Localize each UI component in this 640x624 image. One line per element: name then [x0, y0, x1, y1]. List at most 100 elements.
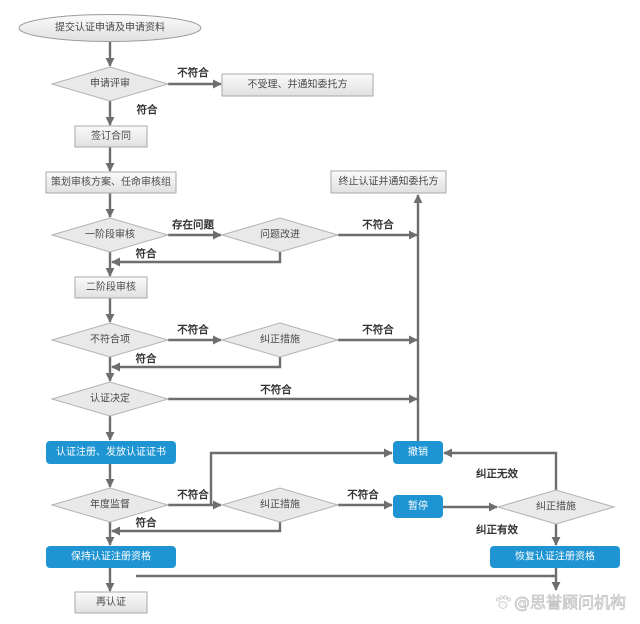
edge-label: 不符合 — [362, 218, 394, 231]
node-label: 暂停 — [408, 499, 428, 512]
node-label: 不符合项 — [90, 333, 130, 346]
node-recertification: 再认证 — [74, 591, 148, 614]
node-label: 认证决定 — [90, 392, 130, 405]
decision-diamond — [50, 217, 170, 253]
edge-label: 符合 — [136, 352, 157, 365]
edge-label: 纠正有效 — [476, 523, 518, 536]
edge-corrective3-to-revoke: 纠正无效 — [443, 448, 558, 490]
process-box — [330, 170, 447, 194]
process-box — [45, 171, 177, 194]
node-label: 纠正措施 — [260, 498, 300, 511]
edge-label: 不符合 — [177, 488, 209, 501]
node-label: 年度监督 — [90, 498, 130, 511]
highlight-box — [393, 495, 443, 518]
edge-label: 不符合 — [177, 323, 209, 336]
node-label: 二阶段审核 — [86, 280, 136, 293]
decision-diamond — [220, 322, 340, 358]
edge-label: 不符合 — [177, 66, 209, 79]
node-corrective-action-1: 纠正措施 — [220, 322, 340, 358]
node-reject-notify: 不受理、并通知委托方 — [221, 73, 374, 97]
edge-surveillance-to-revoke — [209, 448, 393, 505]
connector-arrow — [209, 448, 393, 505]
decision-diamond — [496, 489, 616, 525]
edge-label: 存在问题 — [172, 218, 214, 231]
node-stage1-audit: 一阶段审核 — [50, 217, 170, 253]
edge-restore-to-recertification — [136, 568, 561, 591]
edge-review-to-contract: 符合 — [105, 101, 158, 126]
node-terminate-notify: 终止认证并通知委托方 — [330, 170, 447, 194]
node-application-review: 申请评审 — [50, 66, 170, 102]
edge-label: 符合 — [136, 516, 157, 529]
paw-icon — [495, 595, 512, 609]
edge-nonconformity-to-corrective1: 不符合 — [168, 323, 222, 345]
highlight-box — [46, 546, 176, 568]
process-box — [74, 591, 148, 614]
connector-arrow — [111, 522, 282, 536]
edge-corrective1-to-terminate: 不符合 — [338, 323, 418, 345]
decision-diamond — [220, 487, 340, 523]
highlight-box — [46, 441, 176, 464]
node-label: 保持认证注册资格 — [71, 550, 151, 563]
edge-label: 符合 — [137, 103, 158, 116]
start-ellipse — [18, 14, 202, 42]
node-label: 恢复认证注册资格 — [515, 550, 595, 563]
edge-corrective1-to-decision: 符合 — [111, 352, 282, 372]
node-label: 认证注册、发放认证证书 — [56, 445, 166, 458]
process-box — [74, 276, 148, 299]
node-plan-audit: 策划审核方案、任命审核组 — [45, 171, 177, 194]
edge-review-to-reject: 不符合 — [168, 66, 222, 89]
node-nonconformity: 不符合项 — [50, 322, 170, 358]
edge-improvement-to-stage2: 符合 — [111, 247, 282, 267]
node-suspend: 暂停 — [393, 495, 443, 518]
process-box — [74, 125, 148, 148]
edge-label: 符合 — [136, 247, 157, 260]
node-label: 终止认证并通知委托方 — [339, 175, 439, 188]
edge-corrective2-to-maintain: 符合 — [111, 516, 282, 536]
node-submit-application: 提交认证申请及申请资料 — [18, 14, 202, 42]
node-label: 不受理、并通知委托方 — [248, 78, 348, 91]
node-corrective-action-2: 纠正措施 — [220, 487, 340, 523]
edge-corrective2-to-suspend: 不符合 — [338, 488, 393, 510]
node-label: 问题改进 — [260, 228, 300, 241]
node-annual-surveillance: 年度监督 — [50, 487, 170, 523]
edge-corrective3-to-restore: 纠正有效 — [476, 523, 561, 546]
edge-surveillance-to-corrective2: 不符合 — [168, 488, 222, 510]
node-stage2-audit: 二阶段审核 — [74, 276, 148, 299]
node-revoke: 撤销 — [393, 441, 443, 464]
node-corrective-action-3: 纠正措施 — [496, 489, 616, 525]
node-label: 撤销 — [408, 445, 428, 458]
process-box — [221, 73, 374, 97]
node-label: 申请评审 — [90, 77, 130, 90]
node-label: 再认证 — [96, 595, 126, 608]
connector-arrow — [443, 448, 558, 490]
highlight-box — [393, 441, 443, 464]
decision-diamond — [50, 322, 170, 358]
decision-diamond — [220, 217, 340, 253]
edge-label: 不符合 — [260, 383, 292, 396]
watermark: @思誉顾问机构 — [495, 593, 626, 612]
node-label: 签订合同 — [91, 129, 131, 142]
highlight-box — [490, 546, 620, 568]
node-maintain-registration: 保持认证注册资格 — [46, 546, 176, 568]
node-label: 一阶段审核 — [85, 228, 135, 241]
edge-stage1-to-improvement: 存在问题 — [168, 218, 222, 240]
node-label: 提交认证申请及申请资料 — [55, 21, 165, 34]
connector-arrow — [111, 252, 282, 267]
node-label: 纠正措施 — [260, 333, 300, 346]
edge-improvement-to-terminate: 不符合 — [338, 218, 418, 240]
decision-diamond — [50, 381, 170, 417]
edge-label: 不符合 — [347, 488, 379, 501]
node-problem-improvement: 问题改进 — [220, 217, 340, 253]
watermark-text: @思誉顾问机构 — [514, 593, 626, 612]
connector-arrow — [111, 357, 282, 372]
decision-diamond — [50, 487, 170, 523]
node-register-issue-cert: 认证注册、发放认证证书 — [46, 441, 176, 464]
node-label: 纠正措施 — [536, 500, 576, 513]
node-certification-decision: 认证决定 — [50, 381, 170, 417]
edge-label: 纠正无效 — [476, 467, 518, 480]
decision-diamond — [50, 66, 170, 102]
edge-decision-to-terminate: 不符合 — [168, 383, 418, 404]
node-restore-registration: 恢复认证注册资格 — [490, 546, 620, 568]
node-sign-contract: 签订合同 — [74, 125, 148, 148]
